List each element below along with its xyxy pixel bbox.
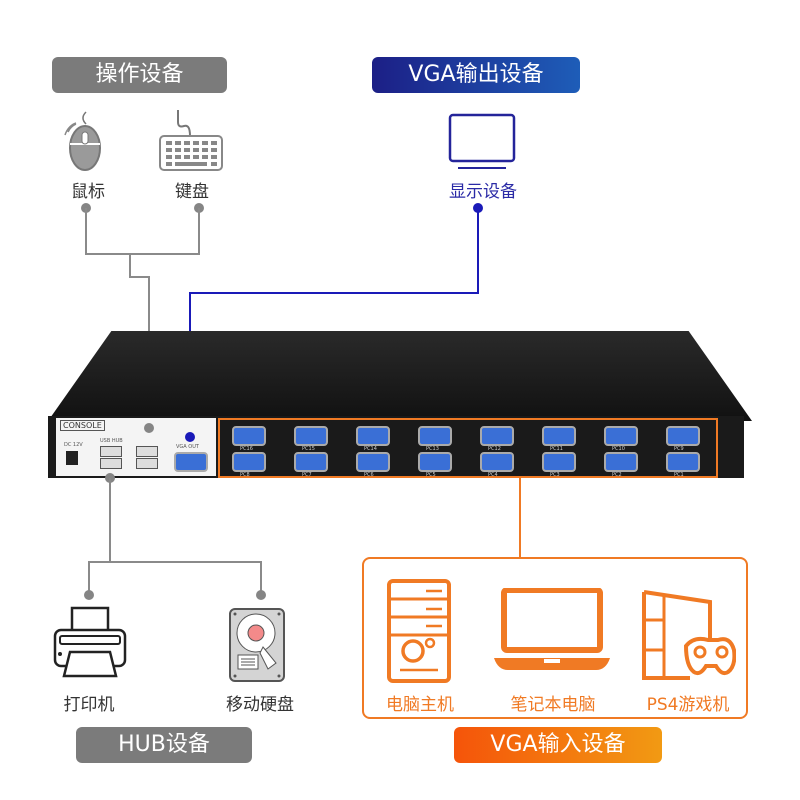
dc-power-port[interactable] (66, 451, 78, 465)
port-label: PC7 (302, 472, 312, 478)
pc-host-label: 电脑主机 (386, 695, 454, 715)
vga-input-port[interactable] (232, 452, 266, 472)
usb-console-port-2[interactable] (136, 458, 158, 469)
kvm-switch-top (48, 331, 752, 421)
port-label: PC3 (550, 472, 560, 478)
harddisk-connector-dot (256, 590, 266, 600)
port-label: PC5 (426, 472, 436, 478)
vga-input-devices-box (362, 557, 748, 719)
hard-disk-icon (229, 608, 285, 682)
port-label: PC16 (240, 446, 253, 452)
vga-input-port[interactable] (666, 426, 700, 446)
vga-out-port[interactable] (174, 452, 208, 472)
mouse-icon (64, 111, 101, 171)
hub-stem-line (109, 478, 111, 563)
port-label: PC6 (364, 472, 374, 478)
display-line (477, 208, 479, 294)
port-label: PC2 (612, 472, 622, 478)
port-label: PC4 (488, 472, 498, 478)
port-label: PC8 (240, 472, 250, 478)
ps4-label: PS4游戏机 (646, 695, 730, 715)
operation-step-line (129, 276, 150, 278)
mouse-line (85, 208, 87, 254)
usb-hub-port-1[interactable] (100, 446, 122, 457)
port-label: PC15 (302, 446, 315, 452)
vga-output-devices-title: VGA输出设备 (372, 57, 580, 93)
usb-console-port-1[interactable] (136, 446, 158, 457)
port-label: PC12 (488, 446, 501, 452)
monitor-icon (448, 113, 516, 169)
operation-devices-title: 操作设备 (52, 57, 227, 93)
console-panel: CONSOLE DC 12V USB HUB VGA OUT (56, 418, 216, 476)
vga-input-port[interactable] (356, 426, 390, 446)
port-label: PC1 (674, 472, 684, 478)
dc-label: DC 12V (64, 442, 83, 448)
printer-connector-dot (84, 590, 94, 600)
printer-icon (53, 606, 127, 678)
vga-input-port[interactable] (294, 426, 328, 446)
vga-out-dot (185, 432, 195, 442)
laptop-icon (494, 588, 610, 670)
vga-out-label: VGA OUT (176, 444, 199, 450)
vga-input-port[interactable] (480, 452, 514, 472)
keyboard-line (198, 208, 200, 254)
port-label: PC10 (612, 446, 625, 452)
laptop-label: 笔记本电脑 (510, 695, 596, 715)
hub-devices-title: HUB设备 (76, 727, 252, 763)
operation-merge-line (85, 253, 200, 255)
vga-input-port[interactable] (666, 452, 700, 472)
ps4-console-icon (642, 590, 736, 680)
display-label: 显示设备 (449, 182, 517, 202)
console-label: CONSOLE (60, 420, 105, 431)
vga-input-port[interactable] (604, 452, 638, 472)
keyboard-label: 键盘 (175, 182, 209, 202)
display-horizontal-line (189, 292, 479, 294)
vga-input-line (519, 478, 521, 558)
console-usb-dot (144, 423, 154, 433)
keyboard-icon (159, 110, 223, 171)
port-label: PC9 (674, 446, 684, 452)
vga-input-devices-title: VGA输入设备 (454, 727, 662, 763)
operation-stem-line (129, 253, 131, 277)
vga-input-port[interactable] (542, 426, 576, 446)
usb-hub-port-2[interactable] (100, 458, 122, 469)
port-label: PC13 (426, 446, 439, 452)
vga-input-port[interactable] (418, 426, 452, 446)
vga-input-port[interactable] (542, 452, 576, 472)
vga-input-port[interactable] (356, 452, 390, 472)
printer-label: 打印机 (63, 695, 115, 715)
harddisk-line (260, 561, 262, 591)
usb-hub-label: USB HUB (100, 438, 123, 444)
printer-line (88, 561, 90, 591)
vga-input-port[interactable] (294, 452, 328, 472)
hub-horizontal-line (88, 561, 262, 563)
mouse-label: 鼠标 (71, 182, 105, 202)
port-label: PC11 (550, 446, 563, 452)
vga-input-port[interactable] (232, 426, 266, 446)
port-label: PC14 (364, 446, 377, 452)
vga-input-port[interactable] (418, 452, 452, 472)
pc-tower-icon (387, 579, 451, 683)
vga-input-port[interactable] (604, 426, 638, 446)
hard-disk-label: 移动硬盘 (226, 695, 294, 715)
vga-input-port[interactable] (480, 426, 514, 446)
